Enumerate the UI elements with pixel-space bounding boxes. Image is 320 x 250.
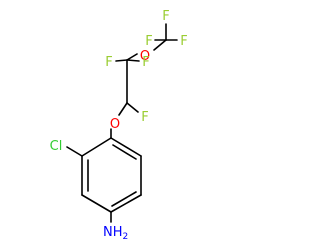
bond-cf2-f-right (126, 59, 140, 62)
atom-f-cf2-right: F (142, 55, 149, 70)
bond-chf-f (126, 102, 139, 113)
ring-bond-3-inner (111, 191, 137, 207)
bond-cf2-f-left (115, 59, 128, 62)
atom-f-chf: F (141, 110, 148, 125)
ring-bond-6 (81, 137, 112, 157)
atom-nh2-subscript: 2 (123, 232, 129, 242)
atom-f-cf2-left: F (105, 55, 112, 70)
ring-bond-3 (110, 194, 142, 213)
atom-nh2: NH2 (103, 225, 128, 242)
atom-nh2-n: N (103, 225, 113, 240)
ring-bond-1 (110, 137, 142, 157)
atom-nh2-h: H (113, 225, 123, 240)
atom-o-ether-ring: O (110, 117, 120, 132)
ring-bond-1-inner (112, 144, 137, 160)
atom-f-top-mid: F (162, 9, 169, 24)
atom-cl: Cl (50, 139, 63, 154)
atom-f-top-left: F (145, 34, 152, 49)
atom-o-ether-top: O (140, 49, 150, 64)
bond-ring-cl (66, 146, 83, 157)
bond-cf3-o (153, 39, 167, 51)
molecule-structure: F F F O F F F O Cl NH2 (50, 9, 188, 242)
molecule-canvas: F F F O F F F O Cl NH2 (49, 9, 188, 242)
ring-bond-4 (81, 194, 112, 213)
bond-chf-o (118, 102, 128, 116)
bond-o-cf2 (126, 53, 138, 61)
atom-f-top-right: F (180, 34, 187, 49)
